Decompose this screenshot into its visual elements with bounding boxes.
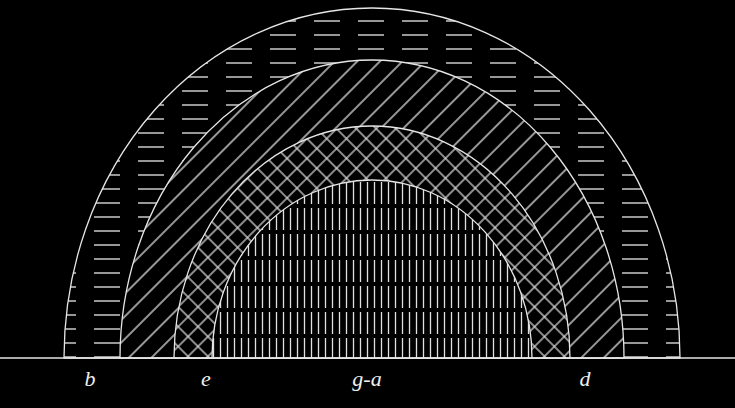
band-label: b — [83, 368, 98, 390]
inner-core — [212, 180, 532, 358]
baseline — [0, 357, 735, 359]
crosshatch-band — [174, 126, 570, 358]
band-label: g-a — [350, 368, 383, 390]
band-label: e — [199, 368, 213, 390]
outer-band — [64, 8, 680, 358]
band-label: d — [578, 368, 593, 390]
diagonal-band — [120, 60, 624, 358]
